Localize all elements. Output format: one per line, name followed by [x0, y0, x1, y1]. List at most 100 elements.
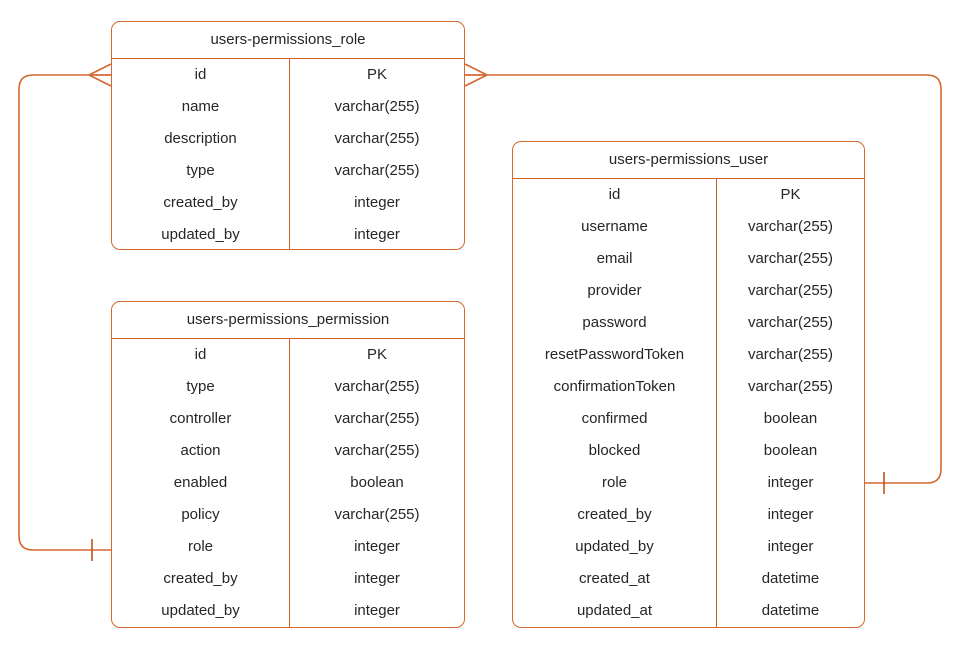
field-name: id [513, 179, 717, 211]
field-row[interactable]: resetPasswordToken varchar(255) [513, 339, 864, 371]
field-name: created_at [513, 563, 717, 595]
field-row[interactable]: username varchar(255) [513, 211, 864, 243]
field-type: datetime [761, 570, 820, 587]
field-name: username [513, 211, 717, 243]
field-name: password [513, 307, 717, 339]
crow-foot-prong [464, 74, 488, 87]
field-row[interactable]: created_by integer [112, 563, 464, 595]
field-row[interactable]: updated_by integer [513, 531, 864, 563]
field-type: integer [354, 226, 400, 243]
field-name: controller [112, 403, 290, 435]
field-name: updated_at [513, 595, 717, 627]
field-row[interactable]: type varchar(255) [112, 155, 464, 187]
field-row[interactable]: controller varchar(255) [112, 403, 464, 435]
field-row[interactable]: created_at datetime [513, 563, 864, 595]
field-name: role [112, 531, 290, 563]
crow-foot-prong [88, 63, 112, 76]
entity-fields-permission: id PK type varchar(255) controller varchar(25… [112, 339, 464, 627]
field-type: varchar(255) [334, 130, 420, 147]
field-type: PK [366, 346, 387, 363]
entity-title-user: users-permissions_user [513, 142, 864, 179]
field-name: policy [112, 499, 290, 531]
entity-title-role: users-permissions_role [112, 22, 464, 59]
field-type: integer [354, 538, 400, 555]
entity-title-permission: users-permissions_permission [112, 302, 464, 339]
field-row[interactable]: id PK [513, 179, 864, 211]
field-row[interactable]: name varchar(255) [112, 91, 464, 123]
crow-foot-prong [464, 63, 488, 76]
field-name: updated_by [513, 531, 717, 563]
field-type: varchar(255) [334, 506, 420, 523]
field-name: updated_by [112, 219, 290, 249]
field-type: varchar(255) [747, 346, 834, 363]
field-type: PK [780, 186, 801, 203]
field-name: type [112, 371, 290, 403]
field-row[interactable]: action varchar(255) [112, 435, 464, 467]
entity-fields-user: id PK username varchar(255) email varchar(255… [513, 179, 864, 627]
field-name: role [513, 467, 717, 499]
field-row[interactable]: created_by integer [513, 499, 864, 531]
field-name: action [112, 435, 290, 467]
field-type: boolean [763, 442, 818, 459]
field-row[interactable]: provider varchar(255) [513, 275, 864, 307]
field-row[interactable]: created_by integer [112, 187, 464, 219]
field-name: enabled [112, 467, 290, 499]
field-type: integer [354, 194, 400, 211]
field-type: boolean [350, 474, 404, 491]
relationship-role-to-permission[interactable] [18, 63, 112, 561]
field-type: integer [767, 538, 814, 555]
field-type: varchar(255) [747, 282, 834, 299]
field-type: varchar(255) [747, 218, 834, 235]
field-row[interactable]: confirmed boolean [513, 403, 864, 435]
field-name: updated_by [112, 595, 290, 627]
field-type: integer [354, 570, 400, 587]
field-type: varchar(255) [334, 410, 420, 427]
field-row[interactable]: policy varchar(255) [112, 499, 464, 531]
field-row[interactable]: role integer [112, 531, 464, 563]
field-name: description [112, 123, 290, 155]
field-type: integer [354, 602, 400, 619]
field-name: id [112, 339, 290, 371]
field-type: boolean [763, 410, 818, 427]
field-type: varchar(255) [334, 442, 420, 459]
field-row[interactable]: id PK [112, 339, 464, 371]
field-name: blocked [513, 435, 717, 467]
field-name: email [513, 243, 717, 275]
field-name: confirmed [513, 403, 717, 435]
field-row[interactable]: email varchar(255) [513, 243, 864, 275]
field-type: varchar(255) [334, 378, 420, 395]
field-type: PK [366, 66, 387, 83]
field-row[interactable]: updated_by integer [112, 219, 464, 249]
field-name: provider [513, 275, 717, 307]
field-row[interactable]: updated_at datetime [513, 595, 864, 627]
field-row[interactable]: description varchar(255) [112, 123, 464, 155]
crow-foot-icon [88, 63, 112, 87]
field-name: id [112, 59, 290, 91]
field-row[interactable]: updated_by integer [112, 595, 464, 627]
crow-foot-prong [88, 74, 112, 87]
field-type: varchar(255) [747, 250, 834, 267]
entity-fields-role: id PK name varchar(255) description varchar(2… [112, 59, 464, 249]
field-name: resetPasswordToken [513, 339, 717, 371]
field-type: varchar(255) [334, 162, 420, 179]
field-type: datetime [761, 602, 820, 619]
field-name: name [112, 91, 290, 123]
field-row[interactable]: blocked boolean [513, 435, 864, 467]
field-name: created_by [112, 563, 290, 595]
field-row[interactable]: enabled boolean [112, 467, 464, 499]
field-type: integer [767, 506, 814, 523]
field-name: type [112, 155, 290, 187]
field-row[interactable]: type varchar(255) [112, 371, 464, 403]
field-name: created_by [513, 499, 717, 531]
field-row[interactable]: id PK [112, 59, 464, 91]
field-name: created_by [112, 187, 290, 219]
relationship-line-role-to-permission[interactable] [18, 74, 112, 551]
field-type: varchar(255) [334, 98, 420, 115]
